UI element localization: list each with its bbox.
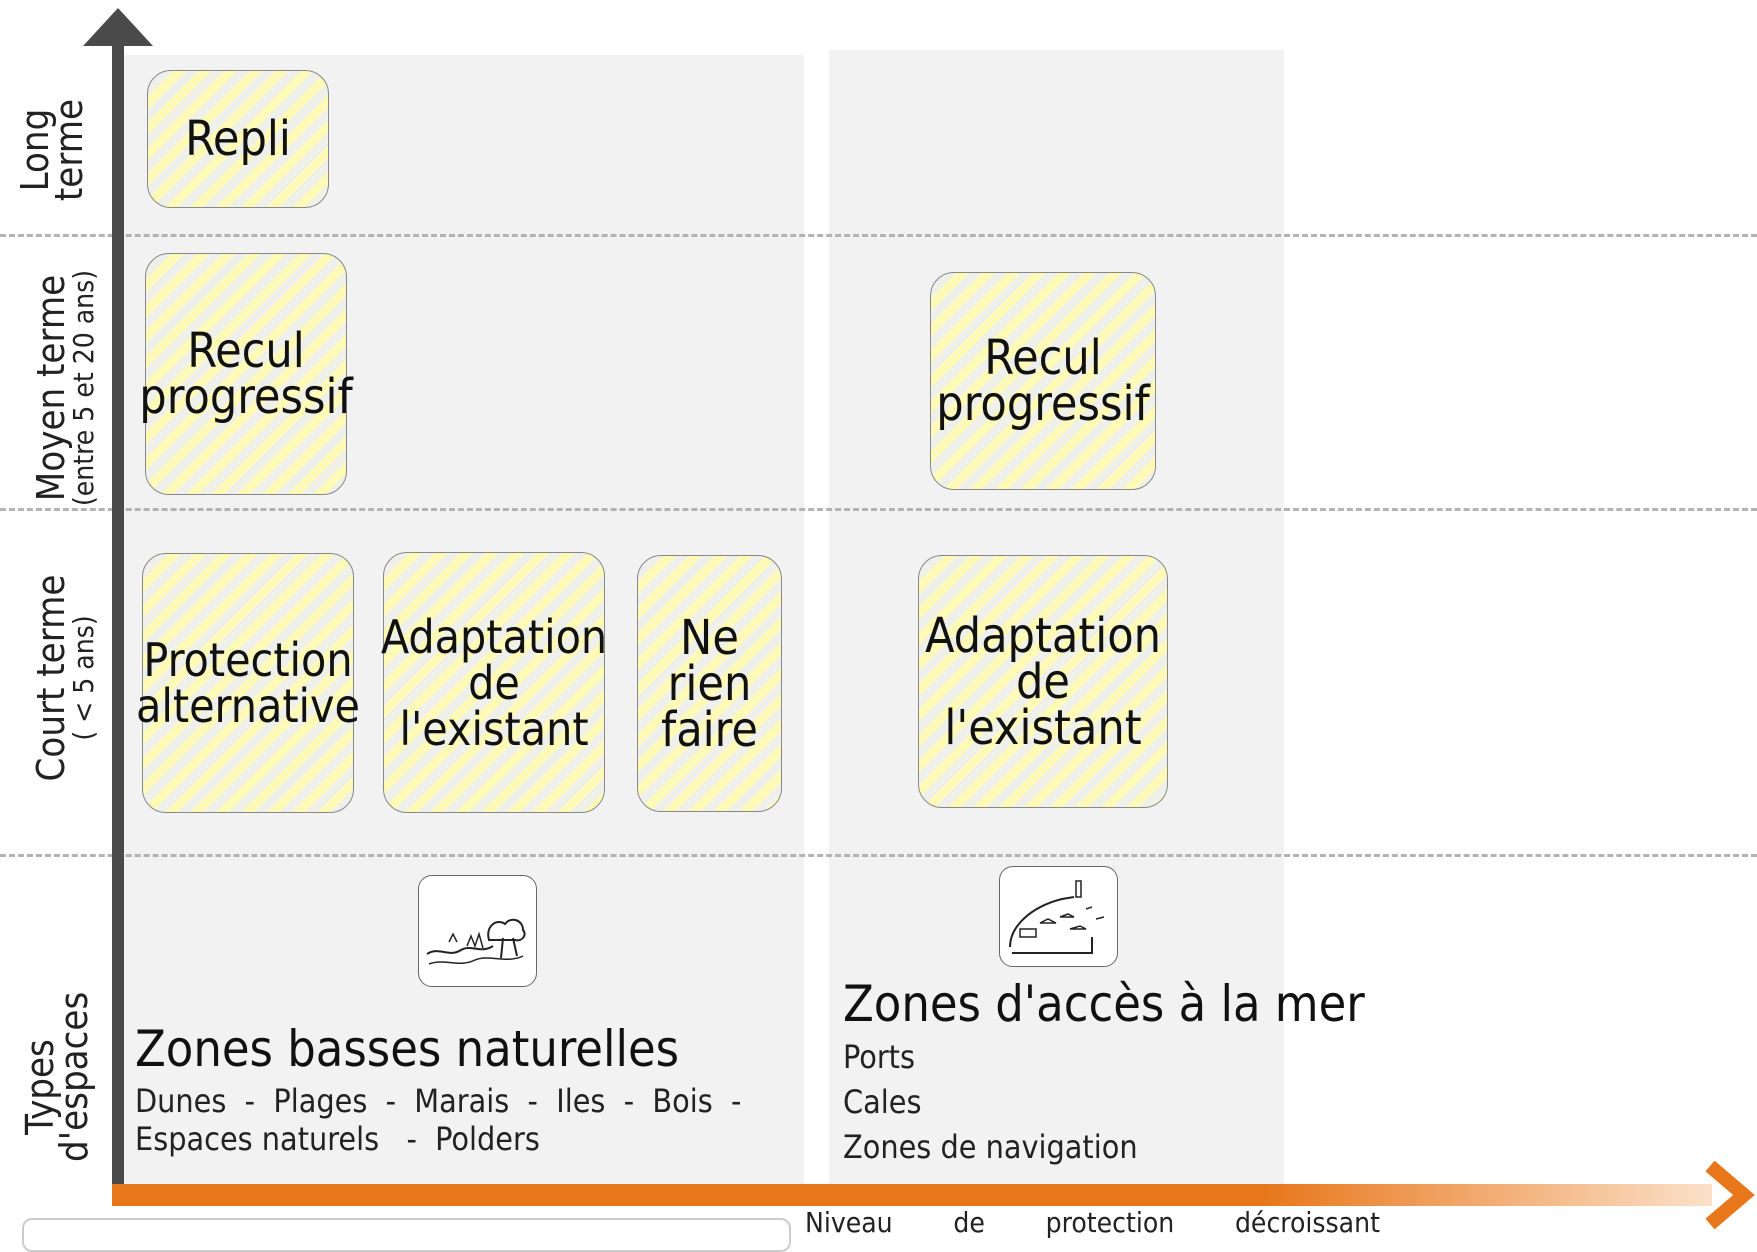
- row-label-moyen-terme: Moyen terme (entre 5 et 20 ans): [29, 269, 100, 507]
- column-title-zones-acces-mer: Zones d'accès à la mer: [843, 975, 1365, 1033]
- strategy-box-repli: Repli: [147, 70, 329, 208]
- time-axis: [112, 40, 124, 1205]
- strategy-box-protection-alternative: Protection alternative: [136, 553, 360, 813]
- x-axis-word-4: décroissant: [1234, 1206, 1380, 1239]
- row-label-types-espaces: Types d'espaces: [18, 991, 96, 1162]
- strategy-box-recul-progressif-naturel: Recul progressif: [139, 253, 353, 495]
- column-item-ports: Ports: [843, 1038, 915, 1076]
- row-label-court-terme: Court terme ( < 5 ans): [29, 574, 100, 782]
- column-item-cales: Cales: [843, 1083, 922, 1121]
- x-axis-word-3: protection: [1045, 1206, 1175, 1239]
- separator-moyen-court: [0, 508, 1757, 511]
- column-subtitle-line-2: Espaces naturels - Polders: [135, 1120, 540, 1158]
- strategy-box-ne-rien-faire: Ne rien faire: [637, 555, 782, 812]
- separator-court-types: [0, 854, 1757, 857]
- protection-axis: [112, 1184, 1712, 1206]
- dunes-icon: [418, 875, 537, 987]
- row-label-long-terme: Long terme: [13, 98, 91, 202]
- harbour-icon: [999, 866, 1118, 967]
- strategy-box-adaptation-existant-naturel: Adaptation de l'existant: [381, 552, 607, 813]
- column-subtitle-line-1: Dunes - Plages - Marais - Iles - Bois -: [135, 1082, 742, 1120]
- legend-frame: [22, 1218, 791, 1252]
- separator-long-moyen: [0, 234, 1757, 237]
- x-axis-label: Niveau de protection décroissant: [805, 1206, 1380, 1239]
- time-axis-arrowhead: [83, 8, 153, 46]
- protection-axis-arrowhead-icon: [1705, 1160, 1755, 1230]
- strategy-box-recul-progressif-mer: Recul progressif: [930, 272, 1156, 490]
- column-title-zones-basses-naturelles: Zones basses naturelles: [135, 1020, 680, 1078]
- x-axis-word-2: de: [953, 1206, 985, 1239]
- x-axis-word-1: Niveau: [805, 1206, 893, 1239]
- column-item-zones-navigation: Zones de navigation: [843, 1128, 1138, 1166]
- strategy-box-adaptation-existant-mer: Adaptation de l'existant: [918, 555, 1168, 808]
